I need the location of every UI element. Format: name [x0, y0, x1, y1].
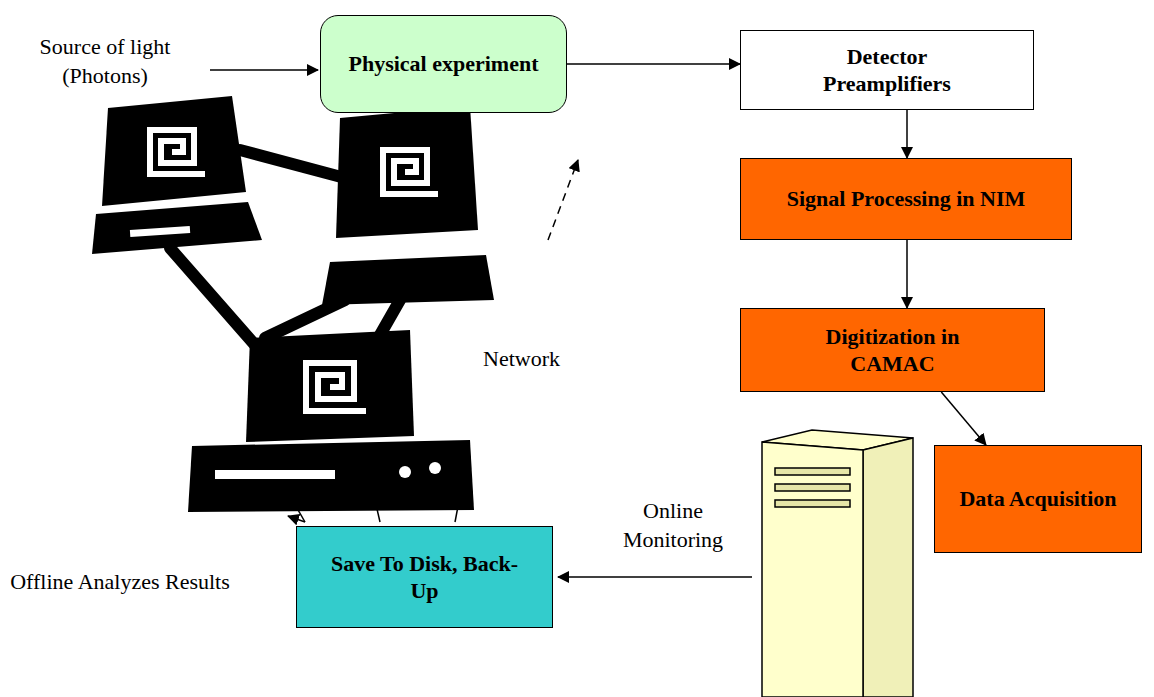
flow-arrow — [941, 392, 986, 445]
flow-arrow — [210, 70, 752, 577]
storage-box: Save To Disk, Back-Up — [296, 526, 553, 628]
box-label: Save To Disk, Back-Up — [330, 550, 520, 605]
process-box: Signal Processing in NIM — [740, 158, 1072, 240]
screen-spiral — [150, 130, 205, 174]
results-label: Offline Analyzes Results — [10, 568, 230, 597]
computer-icon — [188, 330, 474, 512]
server-tower — [762, 430, 913, 697]
source-label: Source of light (Photons) — [5, 33, 205, 90]
box-label: Digitization in CAMAC — [788, 323, 998, 378]
screen-spiral — [150, 130, 438, 411]
network-label: Network — [483, 345, 593, 374]
process-box: Detector Preamplifiers — [740, 30, 1034, 110]
source-label: Source of light (Photons) — [5, 33, 205, 90]
process-box: Digitization in CAMAC — [740, 308, 1045, 392]
flow-arrow — [906, 240, 908, 308]
results-label: Offline Analyzes Results — [10, 568, 230, 597]
monitoring-label: Online Monitoring — [598, 497, 748, 554]
box-label: Physical experiment — [348, 50, 538, 78]
box-label: Data Acquisition — [959, 485, 1116, 513]
box-label: Detector Preamplifiers — [807, 43, 967, 98]
process-box: Physical experiment — [320, 15, 567, 113]
computer-icon — [92, 96, 262, 254]
computer-icon — [322, 106, 494, 305]
screen-spiral — [306, 363, 366, 411]
monitoring-label: Online Monitoring — [598, 497, 748, 554]
network-label: Network — [483, 345, 593, 374]
process-box: Data Acquisition — [934, 445, 1142, 553]
flow-arrow — [567, 63, 740, 65]
screen-spiral — [383, 150, 438, 194]
box-label: Signal Processing in NIM — [787, 185, 1026, 213]
flow-arrow — [906, 110, 908, 158]
